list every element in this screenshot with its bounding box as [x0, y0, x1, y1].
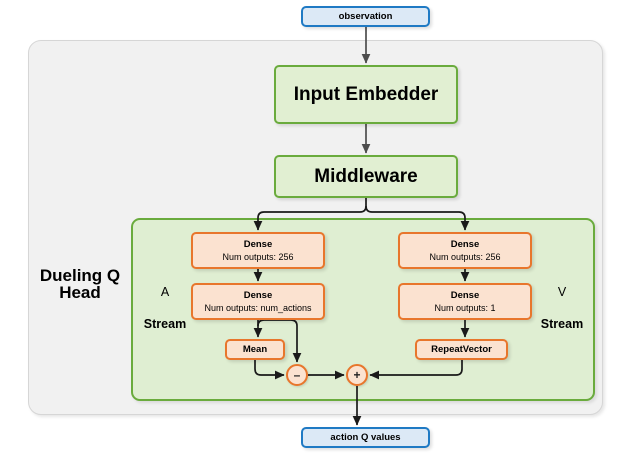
observation-node[interactable]: observation [301, 6, 430, 27]
repeat-vector-node[interactable]: RepeatVector [415, 339, 508, 360]
advantage-dense-256-title: Dense [243, 238, 273, 250]
value-dense-256-title: Dense [450, 238, 480, 250]
value-dense-256-subtitle: Num outputs: 256 [429, 251, 501, 262]
input-embedder-node[interactable]: Input Embedder [274, 65, 458, 124]
subtract-operator[interactable]: – [286, 364, 308, 386]
input-embedder-label: Input Embedder [293, 83, 439, 105]
mean-node[interactable]: Mean [225, 339, 285, 360]
value-stream-word: Stream [540, 317, 584, 331]
advantage-stream-letter: A [160, 285, 170, 299]
advantage-dense-256-subtitle: Num outputs: 256 [222, 251, 294, 262]
mean-label: Mean [242, 343, 268, 355]
add-operator-symbol: + [353, 368, 361, 382]
action-q-values-label: action Q values [330, 432, 401, 443]
advantage-stream-label: A Stream [141, 268, 189, 348]
value-dense-256-node[interactable]: Dense Num outputs: 256 [398, 232, 532, 269]
value-stream-label: V Stream [534, 268, 590, 348]
advantage-dense-numactions-title: Dense [243, 289, 273, 301]
value-dense-1-node[interactable]: Dense Num outputs: 1 [398, 283, 532, 320]
repeat-vector-label: RepeatVector [431, 343, 492, 355]
value-stream-letter: V [557, 285, 567, 299]
value-dense-1-title: Dense [450, 289, 480, 301]
advantage-dense-numactions-node[interactable]: Dense Num outputs: num_actions [191, 283, 325, 320]
dueling-q-head-label: Dueling Q Head [39, 266, 121, 302]
middleware-label: Middleware [314, 165, 418, 187]
observation-label: observation [338, 11, 393, 22]
add-operator[interactable]: + [346, 364, 368, 386]
advantage-dense-numactions-subtitle: Num outputs: num_actions [204, 302, 312, 313]
value-dense-1-subtitle: Num outputs: 1 [434, 302, 496, 313]
action-q-values-node[interactable]: action Q values [301, 427, 430, 448]
subtract-operator-symbol: – [293, 368, 301, 382]
middleware-node[interactable]: Middleware [274, 155, 458, 198]
advantage-dense-256-node[interactable]: Dense Num outputs: 256 [191, 232, 325, 269]
advantage-stream-word: Stream [143, 317, 187, 331]
